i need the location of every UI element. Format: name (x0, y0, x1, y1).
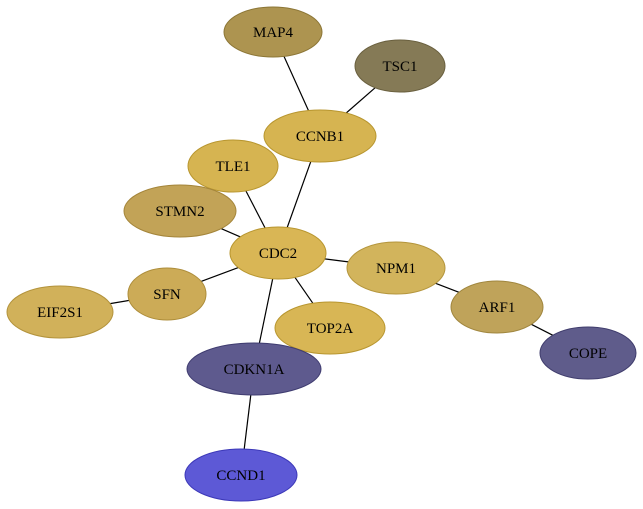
node-label: MAP4 (253, 25, 294, 41)
node-ellipse[interactable] (127, 267, 207, 321)
edge-stmn2-cdc2 (220, 228, 241, 238)
edge-tle1-cdc2 (245, 190, 266, 229)
node-ccnb1[interactable]: CCNB1 (263, 109, 377, 163)
node-label: CCNB1 (296, 129, 344, 145)
node-ellipse[interactable] (539, 326, 637, 380)
node-label: NPM1 (376, 261, 416, 277)
node-ellipse[interactable] (229, 226, 327, 280)
node-npm1[interactable]: NPM1 (346, 241, 446, 295)
node-ellipse[interactable] (223, 6, 323, 58)
node-ccnd1[interactable]: CCND1 (184, 448, 298, 502)
node-label: CDC2 (259, 246, 297, 262)
node-tsc1[interactable]: TSC1 (354, 39, 446, 93)
node-label: EIF2S1 (37, 305, 83, 321)
node-cdc2[interactable]: CDC2 (229, 226, 327, 280)
node-cope[interactable]: COPE (539, 326, 637, 380)
node-label: TOP2A (307, 321, 354, 337)
node-ellipse[interactable] (346, 241, 446, 295)
node-ellipse[interactable] (184, 448, 298, 502)
node-label: CDKN1A (224, 362, 285, 378)
node-tle1[interactable]: TLE1 (187, 139, 279, 193)
edge-eif2s1-sfn (110, 299, 130, 305)
node-ellipse[interactable] (123, 184, 237, 238)
node-label: TSC1 (382, 59, 417, 75)
node-ellipse[interactable] (274, 301, 386, 355)
edge-cdc2-npm1 (324, 258, 349, 263)
node-cdkn1a[interactable]: CDKN1A (186, 342, 322, 396)
node-ellipse[interactable] (263, 109, 377, 163)
node-ellipse[interactable] (187, 139, 279, 193)
node-eif2s1[interactable]: EIF2S1 (6, 285, 114, 339)
edge-cdkn1a-ccnd1 (243, 394, 252, 450)
node-ellipse[interactable] (186, 342, 322, 396)
node-label: ARF1 (479, 300, 516, 316)
node-arf1[interactable]: ARF1 (450, 280, 544, 334)
edge-ccnb1-cdc2 (286, 161, 312, 228)
edge-npm1-arf1 (435, 282, 460, 293)
node-label: SFN (153, 287, 181, 303)
node-label: STMN2 (155, 204, 204, 220)
edge-arf1-cope (531, 323, 554, 336)
edge-sfn-cdc2 (200, 267, 239, 282)
node-ellipse[interactable] (354, 39, 446, 93)
node-label: TLE1 (216, 159, 251, 175)
node-ellipse[interactable] (450, 280, 544, 334)
node-label: COPE (569, 346, 607, 362)
node-label: CCND1 (216, 468, 265, 484)
edge-tsc1-ccnb1 (345, 87, 376, 114)
node-sfn[interactable]: SFN (127, 267, 207, 321)
edge-cdc2-top2a (294, 276, 314, 304)
edge-map4-ccnb1 (283, 56, 310, 111)
node-map4[interactable]: MAP4 (223, 6, 323, 58)
edges-layer (110, 56, 554, 450)
node-top2a[interactable]: TOP2A (274, 301, 386, 355)
edge-cdc2-cdkn1a (258, 278, 274, 344)
node-ellipse[interactable] (6, 285, 114, 339)
node-stmn2[interactable]: STMN2 (123, 184, 237, 238)
